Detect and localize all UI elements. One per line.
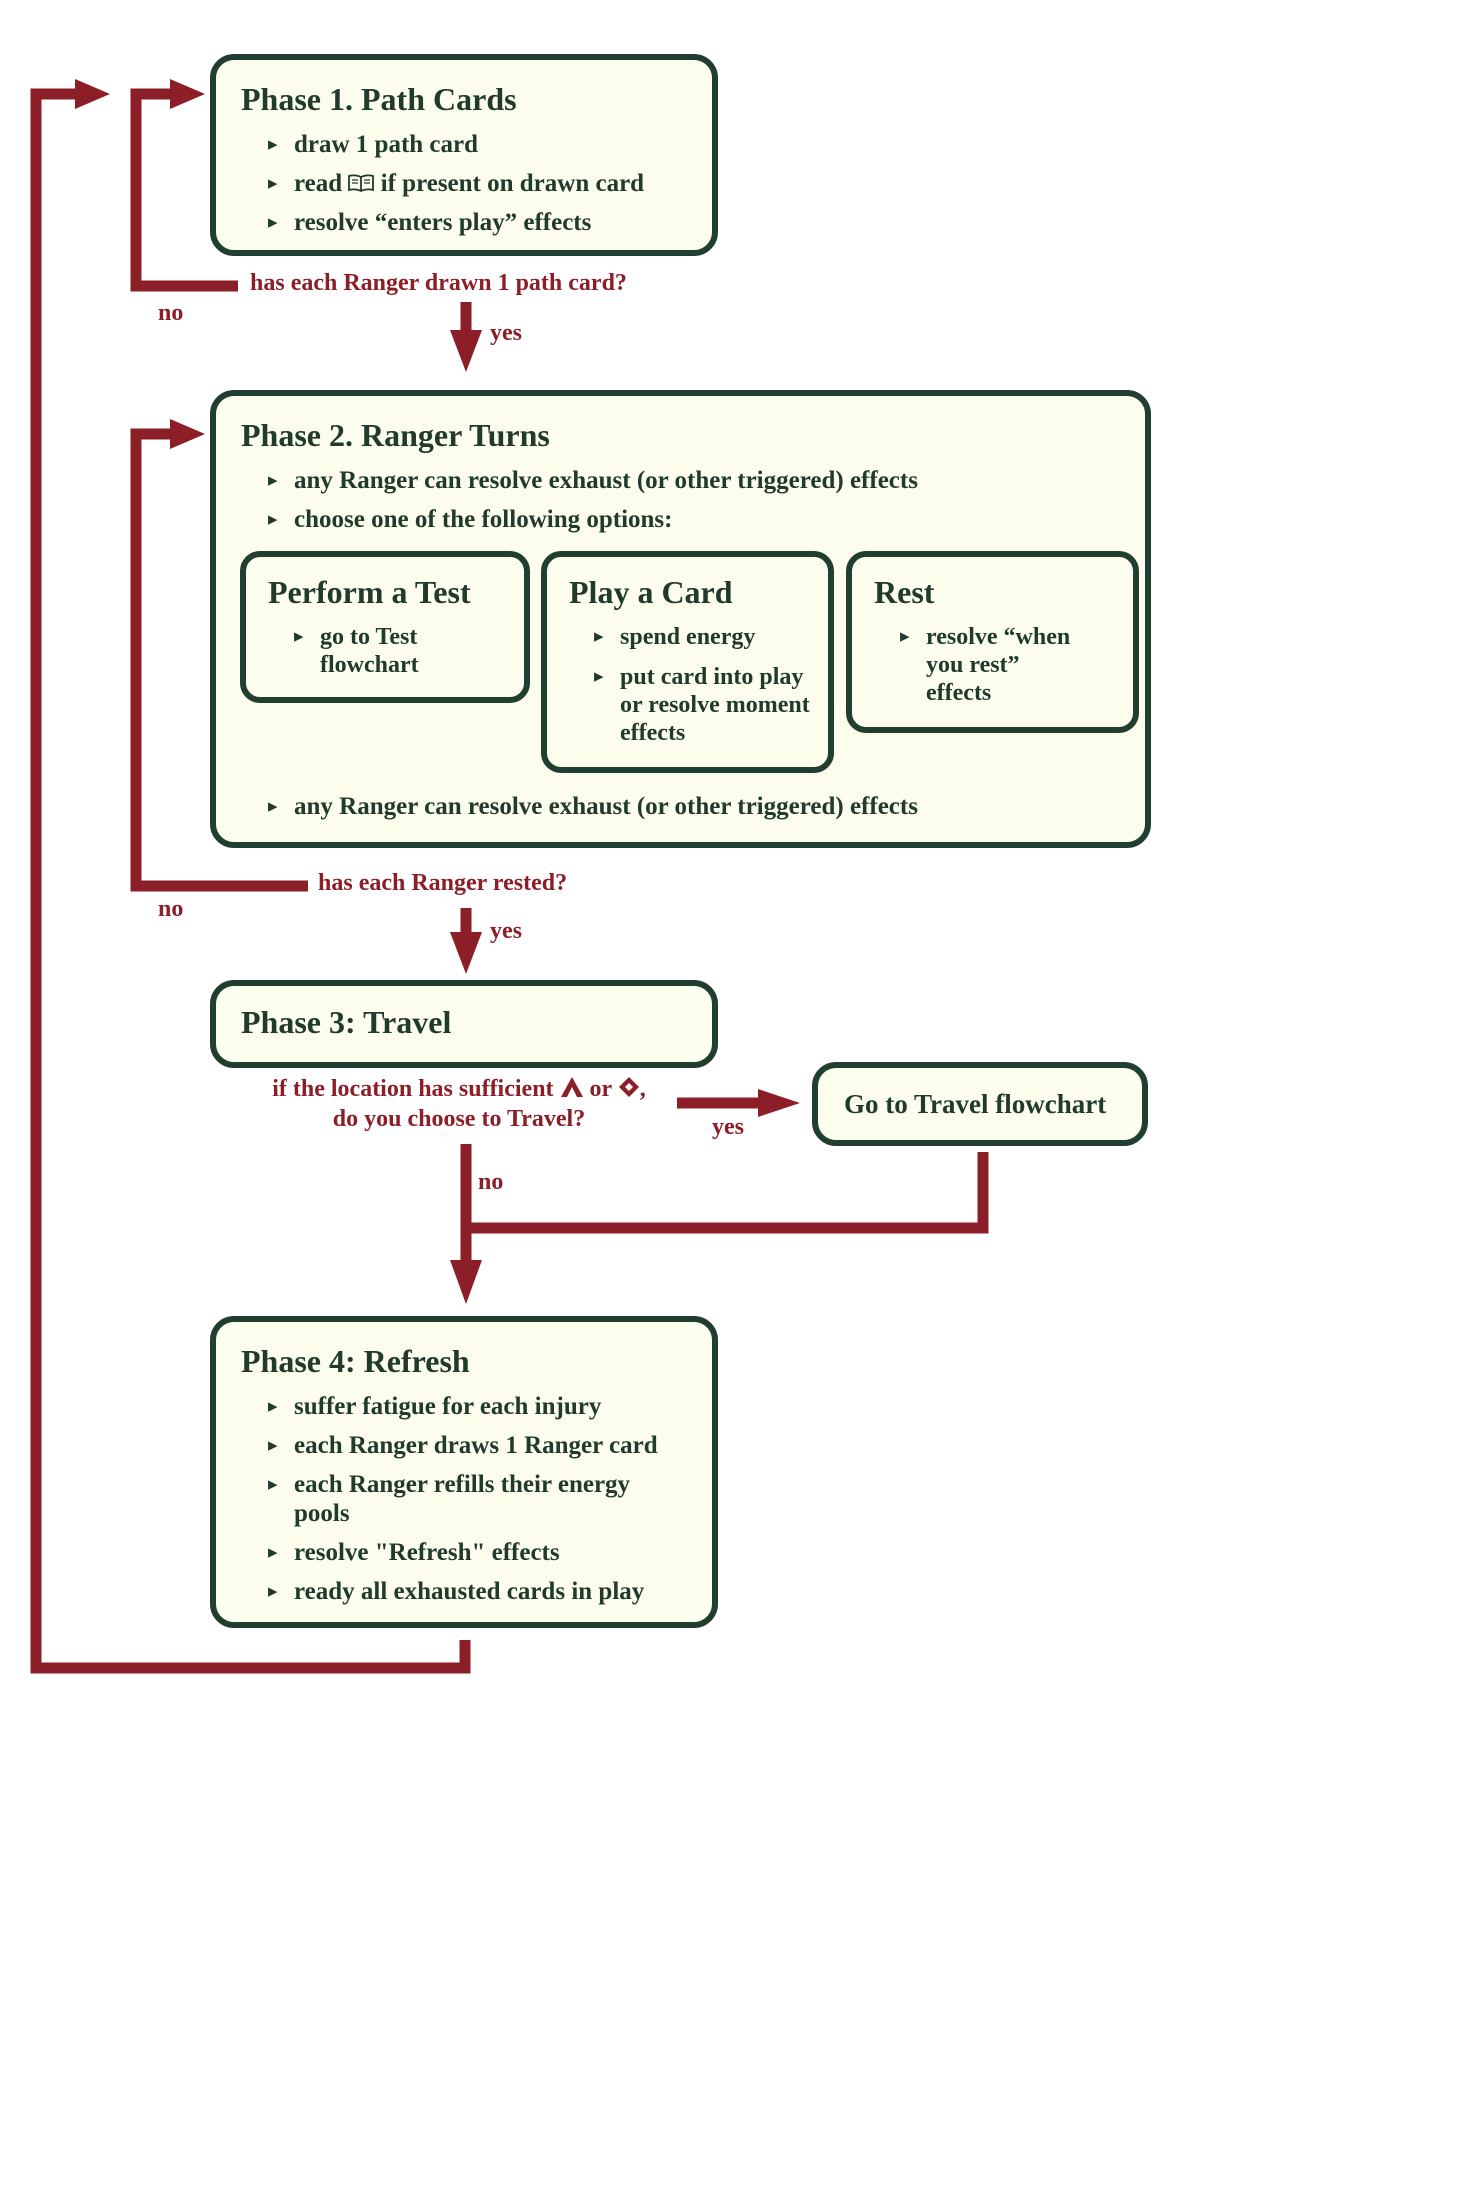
phase4-bullets: suffer fatigue for each injury each Rang…: [268, 1392, 678, 1616]
read-rest: if present on drawn card: [380, 170, 645, 197]
phase4-bullet-fatigue: suffer fatigue for each injury: [268, 1392, 678, 1421]
phase1-bullets: draw 1 path card read if present on draw…: [268, 130, 644, 247]
travel-flowchart-label: Go to Travel flowchart: [844, 1089, 1107, 1119]
phase4-bullet-ready: ready all exhausted cards in play: [268, 1577, 678, 1606]
option-perform-test-title: Perform a Test: [268, 574, 471, 610]
q2-question: has each Ranger rested?: [318, 870, 568, 896]
phase4-title: Phase 4: Refresh: [241, 1343, 470, 1379]
phase2-bullet-exhaust: any Ranger can resolve exhaust (or other…: [268, 466, 918, 495]
q1-no-label: no: [158, 300, 184, 326]
phase4-bullet-refresh: resolve "Refresh" effects: [268, 1538, 678, 1567]
phase3-no-arrowhead: [450, 1260, 482, 1304]
option-rest-bullet: resolve “when you rest” effects: [900, 623, 1090, 707]
option-perform-test-bullets: go to Test flowchart: [294, 623, 514, 691]
option-rest: Rest resolve “when you rest” effects: [846, 551, 1139, 733]
phase2-title: Phase 2. Ranger Turns: [241, 417, 550, 453]
loop-back-line: [30, 88, 471, 1674]
q3-no-label: no: [478, 1169, 504, 1195]
travel-yes-arrowhead: [758, 1089, 800, 1117]
q2-yes-label: yes: [490, 918, 522, 944]
phase2-bullet-exhaust-bottom: any Ranger can resolve exhaust (or other…: [268, 792, 918, 821]
phase2-no-line: [130, 428, 308, 892]
awareness-icon: [560, 1077, 583, 1097]
phase1-bullet-draw: draw 1 path card: [268, 130, 644, 159]
q1-question: has each Ranger drawn 1 path card?: [250, 270, 627, 296]
q3-line1: if the location has sufficient or ,: [226, 1074, 692, 1104]
option-play-card: Play a Card spend energy put card into p…: [541, 551, 834, 773]
phase1-bullet-read: read if present on drawn card: [268, 169, 644, 198]
read-word: read: [294, 170, 343, 197]
q2-no-label: no: [158, 896, 184, 922]
phase4-box: Phase 4: Refresh suffer fatigue for each…: [210, 1316, 718, 1628]
option-play-card-title: Play a Card: [569, 574, 733, 610]
q3-line1-post: ,: [639, 1076, 646, 1102]
q3-yes-label: yes: [712, 1114, 744, 1140]
phase4-bullet-draw: each Ranger draws 1 Ranger card: [268, 1431, 678, 1460]
option-perform-test: Perform a Test go to Test flowchart: [240, 551, 530, 703]
phase1-yes-arrowhead: [450, 330, 482, 372]
option-rest-bullets: resolve “when you rest” effects: [900, 623, 1090, 719]
phase2-yes-arrowhead: [450, 932, 482, 974]
q3-or-word: or: [589, 1076, 612, 1102]
option-play-card-bullet-energy: spend energy: [594, 623, 819, 651]
option-perform-test-bullet: go to Test flowchart: [294, 623, 514, 679]
phase1-no-line: [130, 88, 238, 292]
q3-line1-pre: if the location has sufficient: [272, 1076, 554, 1102]
q3-question: if the location has sufficient or , do y…: [226, 1074, 692, 1134]
spirit-icon: [618, 1077, 639, 1097]
book-icon: [348, 174, 375, 192]
loop-arrowhead: [75, 79, 110, 109]
phase1-box: Phase 1. Path Cards draw 1 path card rea…: [210, 54, 718, 256]
phase3-title: Phase 3: Travel: [241, 1004, 452, 1040]
phase1-title: Phase 1. Path Cards: [241, 81, 517, 117]
phase3-box: Phase 3: Travel: [210, 980, 718, 1068]
option-play-card-bullets: spend energy put card into play or resol…: [594, 623, 819, 759]
phase2-box: Phase 2. Ranger Turns any Ranger can res…: [210, 390, 1151, 848]
option-play-card-bullet-put: put card into play or resolve moment eff…: [594, 663, 819, 747]
phase4-bullet-energy: each Ranger refills their energy pools: [268, 1470, 678, 1528]
phase1-no-arrowhead: [170, 79, 205, 109]
phase2-bullets-bottom: any Ranger can resolve exhaust (or other…: [268, 792, 918, 831]
phase2-bullet-choose: choose one of the following options:: [268, 505, 918, 534]
travel-return-line: [466, 1152, 989, 1234]
phase2-no-arrowhead: [170, 419, 205, 449]
phase2-bullets-top: any Ranger can resolve exhaust (or other…: [268, 466, 918, 544]
phase1-bullet-enters: resolve “enters play” effects: [268, 208, 644, 237]
travel-flowchart-box: Go to Travel flowchart: [812, 1062, 1148, 1146]
option-rest-title: Rest: [874, 574, 935, 610]
q1-yes-label: yes: [490, 320, 522, 346]
q3-line2: do you choose to Travel?: [332, 1106, 586, 1132]
